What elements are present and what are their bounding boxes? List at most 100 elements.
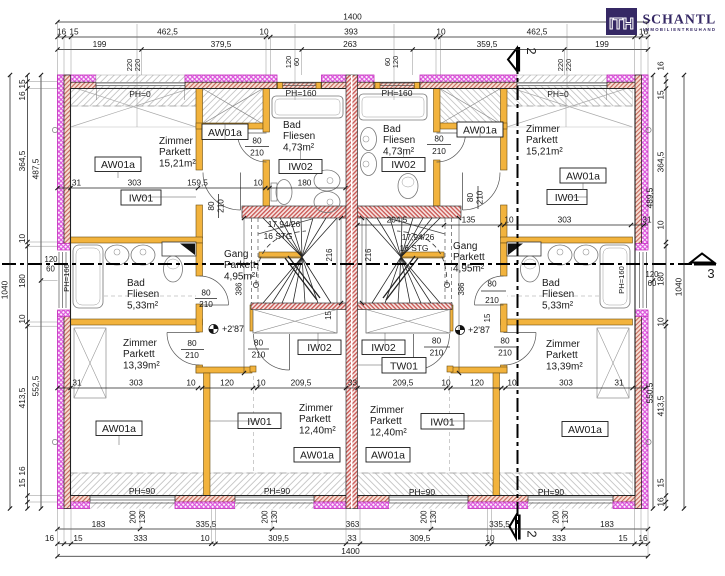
svg-text:80: 80 xyxy=(432,336,442,346)
svg-text:1040: 1040 xyxy=(0,280,10,299)
svg-text:IMMOBILIENTREUHAND: IMMOBILIENTREUHAND xyxy=(643,27,716,32)
svg-text:AW01a: AW01a xyxy=(371,449,405,461)
svg-text:IW02: IW02 xyxy=(391,159,416,171)
svg-text:16: 16 xyxy=(45,533,55,543)
svg-text:210: 210 xyxy=(432,146,446,156)
svg-text:17,94/26: 17,94/26 xyxy=(268,219,301,229)
svg-text:2: 2 xyxy=(524,47,539,54)
svg-text:5,33m²: 5,33m² xyxy=(127,300,159,311)
svg-text:Zimmer: Zimmer xyxy=(370,405,405,416)
svg-text:PH=90: PH=90 xyxy=(409,487,435,497)
svg-text:120: 120 xyxy=(284,56,293,69)
svg-text:210: 210 xyxy=(430,348,444,358)
svg-text:16: 16 xyxy=(639,27,649,37)
svg-text:80: 80 xyxy=(206,201,216,211)
svg-text:60: 60 xyxy=(648,279,657,288)
svg-text:PH=160: PH=160 xyxy=(286,88,317,98)
svg-text:5,33m²: 5,33m² xyxy=(542,300,574,311)
svg-text:333: 333 xyxy=(552,533,566,543)
svg-text:135: 135 xyxy=(462,215,476,225)
svg-text:Gang: Gang xyxy=(453,241,477,252)
svg-text:IW02: IW02 xyxy=(307,342,332,354)
svg-text:462,5: 462,5 xyxy=(157,27,178,37)
svg-text:10: 10 xyxy=(507,378,517,388)
svg-text:15: 15 xyxy=(656,478,666,488)
svg-text:200: 200 xyxy=(261,510,270,524)
svg-text:120: 120 xyxy=(391,56,400,69)
svg-text:120: 120 xyxy=(44,255,58,264)
svg-text:413,5: 413,5 xyxy=(17,387,27,408)
svg-text:3: 3 xyxy=(707,266,714,281)
svg-text:210: 210 xyxy=(216,199,226,213)
svg-text:Parkett: Parkett xyxy=(159,147,191,158)
svg-text:15: 15 xyxy=(17,79,27,89)
svg-text:Bad: Bad xyxy=(127,278,145,289)
svg-text:10: 10 xyxy=(656,317,666,327)
svg-text:IW02: IW02 xyxy=(288,161,313,173)
svg-text:PH=90: PH=90 xyxy=(264,486,290,496)
svg-text:10: 10 xyxy=(656,220,666,230)
svg-text:PH=90: PH=90 xyxy=(538,487,564,497)
svg-text:PH=160: PH=160 xyxy=(617,266,626,294)
svg-text:31: 31 xyxy=(72,178,82,188)
svg-text:4,95m²: 4,95m² xyxy=(453,263,485,274)
svg-text:+2'87: +2'87 xyxy=(222,324,244,334)
svg-text:130: 130 xyxy=(270,510,279,524)
svg-text:Bad: Bad xyxy=(542,278,560,289)
svg-text:Fliesen: Fliesen xyxy=(542,289,574,300)
svg-text:80: 80 xyxy=(434,134,444,144)
svg-text:180: 180 xyxy=(17,274,27,288)
svg-text:16: 16 xyxy=(656,61,666,71)
svg-text:PH=90: PH=90 xyxy=(129,486,155,496)
svg-text:180: 180 xyxy=(298,178,312,188)
svg-text:80: 80 xyxy=(500,336,510,346)
svg-text:15: 15 xyxy=(324,311,333,320)
svg-text:309,5: 309,5 xyxy=(410,533,431,543)
svg-text:80: 80 xyxy=(254,338,264,348)
svg-text:31: 31 xyxy=(72,378,82,388)
svg-text:4,73m²: 4,73m² xyxy=(283,142,315,153)
svg-text:10: 10 xyxy=(259,27,269,37)
svg-text:335,5: 335,5 xyxy=(196,519,217,529)
svg-text:15: 15 xyxy=(69,27,79,37)
svg-text:13,39m²: 13,39m² xyxy=(546,361,583,372)
svg-text:Bad: Bad xyxy=(283,120,301,131)
svg-text:210: 210 xyxy=(252,350,266,360)
svg-text:2: 2 xyxy=(525,530,540,537)
svg-text:SCHANTL: SCHANTL xyxy=(643,12,717,27)
svg-text:15: 15 xyxy=(656,90,666,100)
svg-text:IW01: IW01 xyxy=(129,192,154,204)
svg-text:15: 15 xyxy=(73,533,83,543)
svg-text:210: 210 xyxy=(185,350,199,360)
svg-text:200: 200 xyxy=(129,510,138,524)
svg-text:Zimmer: Zimmer xyxy=(123,338,158,349)
svg-text:TW01: TW01 xyxy=(390,360,418,372)
svg-text:Fliesen: Fliesen xyxy=(127,289,159,300)
svg-text:1040: 1040 xyxy=(674,277,684,296)
svg-text:15: 15 xyxy=(17,478,27,488)
svg-text:AW01a: AW01a xyxy=(568,424,602,436)
svg-text:15,21m²: 15,21m² xyxy=(526,146,563,157)
svg-text:4,95m²: 4,95m² xyxy=(224,271,256,282)
svg-text:80: 80 xyxy=(252,136,262,146)
svg-text:199: 199 xyxy=(595,39,609,49)
svg-text:120: 120 xyxy=(470,378,484,388)
svg-text:303: 303 xyxy=(128,178,142,188)
svg-text:Fliesen: Fliesen xyxy=(283,131,315,142)
svg-text:Parkett: Parkett xyxy=(299,414,331,425)
svg-text:PH=0: PH=0 xyxy=(129,89,151,99)
svg-text:60: 60 xyxy=(46,265,55,274)
svg-text:487,5: 487,5 xyxy=(31,158,41,179)
svg-text:10: 10 xyxy=(253,178,263,188)
svg-text:386: 386 xyxy=(457,282,466,295)
svg-text:33: 33 xyxy=(347,533,357,543)
svg-text:159,5: 159,5 xyxy=(187,178,208,188)
svg-text:15: 15 xyxy=(618,533,628,543)
svg-text:359,5: 359,5 xyxy=(477,39,498,49)
svg-text:210: 210 xyxy=(475,190,485,204)
svg-text:130: 130 xyxy=(561,510,570,524)
svg-text:Parkett: Parkett xyxy=(123,349,155,360)
svg-text:199: 199 xyxy=(93,39,107,49)
svg-text:333: 333 xyxy=(134,533,148,543)
svg-text:130: 130 xyxy=(138,510,147,524)
